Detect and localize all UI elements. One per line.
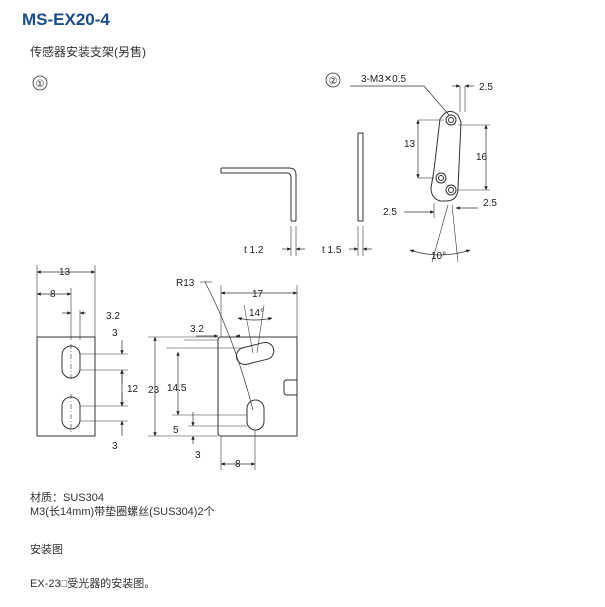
side-h-low: 5 <box>173 425 179 436</box>
svg-text:②: ② <box>329 76 338 87</box>
view1-thickness: t 1.2 <box>244 245 264 256</box>
install-title: 安装图 <box>30 544 63 556</box>
side-angle: 14° <box>249 308 264 319</box>
side-h-mid: 14.5 <box>167 383 187 394</box>
front-h2: 3 <box>112 441 118 452</box>
front-offset: 3.2 <box>106 311 120 322</box>
side-bottom-width: 8 <box>235 459 241 470</box>
material-note: 材质：SUS304 <box>30 492 104 504</box>
page-title: MS-EX20-4 <box>22 10 110 29</box>
side-view <box>148 281 298 470</box>
dim-top-right: 2.5 <box>479 82 493 93</box>
svg-text:①: ① <box>36 79 45 90</box>
install-description: EX-23□受光器的安装图。 <box>30 578 156 590</box>
front-h1: 3 <box>112 328 118 339</box>
side-width: 17 <box>252 289 264 300</box>
dim-left: 13 <box>404 139 416 150</box>
dim-angle: 10° <box>431 251 446 262</box>
side-height: 23 <box>148 385 160 396</box>
dim-bottom-left: 2.5 <box>383 207 397 218</box>
screw-note: M3(长14mm)带垫圈螺丝(SUS304)2个 <box>30 506 215 518</box>
dim-bottom-right: 2.5 <box>483 198 497 209</box>
thread-spec: 3-M3✕0.5 <box>361 74 407 85</box>
side-radius: R13 <box>176 278 195 289</box>
front-sub-width: 8 <box>50 289 56 300</box>
view2-thickness: t 1.5 <box>322 245 342 256</box>
view1-label: ① <box>32 75 48 91</box>
front-width: 13 <box>59 267 71 278</box>
technical-drawing: ① ② t 1.2 t 1.5 <box>32 72 497 470</box>
front-mid: 12 <box>127 384 139 395</box>
view2-plate <box>350 84 490 263</box>
dim-right: 16 <box>476 152 488 163</box>
view2-plate-edge <box>349 132 372 256</box>
view1-l-bracket <box>220 167 305 256</box>
side-offset: 3.2 <box>190 324 204 335</box>
view2-label: ② <box>325 72 341 88</box>
side-h-bottom: 3 <box>195 450 201 461</box>
front-view <box>36 265 128 437</box>
page-subtitle: 传感器安装支架(另售) <box>30 45 146 59</box>
